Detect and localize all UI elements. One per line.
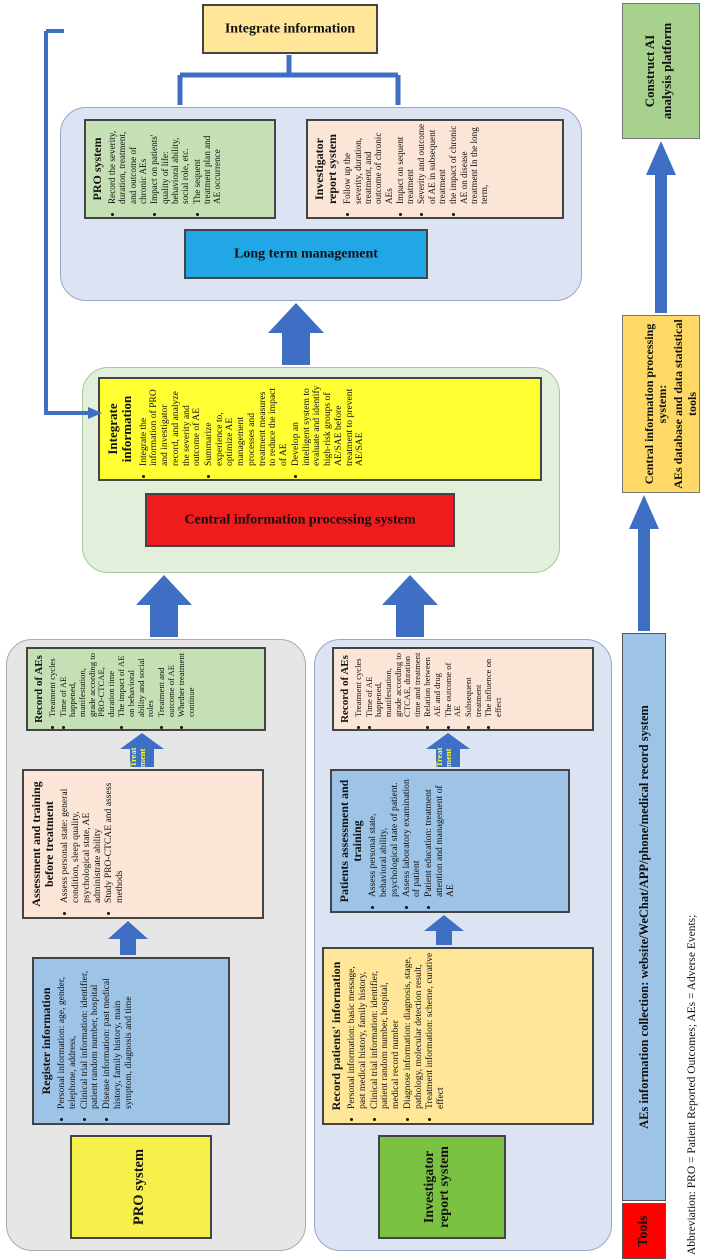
- pro-label-box: PRO system: [70, 1135, 212, 1239]
- integrate-top-title: Integrate information: [224, 21, 356, 37]
- investigator-label: Investigator report system: [422, 1146, 453, 1228]
- list-item: Whether treatment continue: [176, 651, 196, 717]
- longterm-investigator-box: Investigator report system Follow up the…: [306, 119, 564, 219]
- pro-arrow-1: [108, 921, 148, 955]
- list-item: Assess personal state, behavioral abilit…: [367, 774, 400, 897]
- longterm-investigator-title: Investigator report system: [312, 133, 340, 205]
- processing-line1: Central information processing system:: [642, 323, 670, 485]
- list-item: Patient education: treatment attention a…: [423, 774, 456, 897]
- pro-to-central-arrow: [136, 575, 192, 637]
- pro-record-aes-list: Treatment cycles Time of AE happened, ma…: [47, 649, 196, 729]
- investigator-arrow-1: [424, 915, 464, 945]
- list-item: The influence on effect: [483, 651, 503, 717]
- list-item: Impact on sequent treatment: [395, 123, 416, 204]
- list-item: The sequent treatment plan and AE occurr…: [192, 123, 223, 204]
- list-item: Diagnose information: diagnosis, stage, …: [402, 952, 424, 1109]
- integrate-list: Integrate the information of PRO and inv…: [138, 379, 366, 479]
- processing-line2: AEs database and data statistical tools: [671, 319, 699, 489]
- central-title: Central information processing system: [184, 512, 416, 528]
- pro-record-aes-box: Record of AEs Treatment cycles Time of A…: [26, 647, 266, 731]
- investigator-label-box: Investigator report system: [378, 1135, 506, 1239]
- register-box: Register information Personal informatio…: [32, 957, 230, 1125]
- list-item: Treatment information: scheme, curative …: [424, 952, 446, 1109]
- investigator-treatment-arrow: [426, 733, 470, 767]
- list-item: Assess laboratory examination of patient: [401, 774, 423, 897]
- platform-line1: Construct AI: [642, 34, 657, 108]
- list-item: The outcome of AE: [443, 651, 463, 717]
- investigator-treatment-label: Treat ment: [434, 747, 453, 767]
- longterm-investigator-list: Follow up the severity, duration, treatm…: [342, 121, 489, 217]
- abbreviation-text: Abbreviation: PRO = Patient Reported Out…: [686, 914, 698, 1255]
- pro-assessment-title: Assessment and training before treatment: [29, 781, 57, 907]
- integrate-brace: [177, 55, 401, 105]
- pro-treatment-arrow: [120, 733, 164, 767]
- list-item: Summarize experience to, optimize AE man…: [203, 382, 290, 466]
- platform-line2: analysis platform: [659, 22, 675, 120]
- list-item: Clinical trial information: identifier, …: [369, 952, 402, 1109]
- collection-bar: AEs information collection: website/WeCh…: [622, 633, 666, 1201]
- investigator-assessment-title: Patients assessment and training: [337, 779, 365, 903]
- investigator-assessment-list: Assess personal state, behavioral abilit…: [367, 771, 456, 911]
- list-item: The impact of AE on behavioral ability a…: [116, 651, 156, 717]
- list-item: Treatment cycles: [47, 651, 58, 717]
- central-title-box: Central information processing system: [145, 493, 455, 547]
- processing-bar: Central information processing system: A…: [622, 315, 700, 493]
- feedback-arrow: [44, 29, 102, 419]
- list-item: Integrate the information of PRO and inv…: [138, 382, 203, 466]
- investigator-record-aes-box: Record of AEs Treatment cycles Time of A…: [332, 647, 594, 731]
- integrate-box: Integrate information Integrate the info…: [98, 377, 542, 481]
- list-item: Time of AE happened, manifestation, grad…: [58, 651, 117, 717]
- platform-bar: Construct AI analysis platform: [622, 3, 700, 139]
- list-item: Severity and outcome of AE in subsequent…: [416, 123, 447, 204]
- pro-record-aes-title: Record of AEs: [33, 655, 45, 723]
- register-list: Personal information: age, gender, telep…: [56, 959, 134, 1123]
- tools-arrow-2: [646, 141, 676, 313]
- list-item: Develop an intelligent system to evaluat…: [290, 382, 366, 466]
- record-patients-box: Record patients' information Personal in…: [322, 947, 594, 1125]
- tools-bar: Tools: [622, 1203, 666, 1259]
- pro-label: PRO system: [131, 1148, 147, 1226]
- longterm-title: Long term management: [234, 246, 378, 262]
- list-item: Relation between AE and drug: [422, 651, 442, 717]
- central-to-longterm-arrow: [268, 303, 324, 365]
- list-item: Clinical trial information: identifier, …: [79, 962, 101, 1109]
- list-item: Follow up the severity, duration, treatm…: [342, 123, 393, 204]
- investigator-assessment-box: Patients assessment and training Assess …: [330, 769, 570, 913]
- collection-label: AEs information collection: website/WeCh…: [637, 705, 651, 1129]
- list-item: Treatment and outcome of AE: [156, 651, 176, 717]
- pro-treatment-label: Treat ment: [128, 747, 147, 767]
- record-patients-title: Record patients' information: [329, 961, 343, 1111]
- list-item: Personal information: basic message, pas…: [346, 952, 368, 1109]
- longterm-pro-list: Record the severity, duration, treatment…: [107, 121, 222, 217]
- list-item: Record the severity, duration, treatment…: [107, 123, 148, 204]
- list-item: Subsequent treatment: [463, 651, 483, 717]
- investigator-record-aes-title: Record of AEs: [339, 655, 351, 723]
- investigator-record-aes-list: Treatment cycles Time of AE happened, ma…: [353, 649, 503, 729]
- tools-arrow-1: [629, 495, 659, 631]
- pro-assessment-box: Assessment and training before treatment…: [22, 769, 264, 919]
- longterm-pro-box: PRO system Record the severity, duration…: [84, 119, 276, 219]
- list-item: the impact of chronic AE on disease trea…: [448, 123, 489, 204]
- list-item: Impact on patients' quality of life: beh…: [149, 123, 190, 204]
- list-item: Treatment cycles: [353, 651, 364, 717]
- integrate-title: Integrate information: [105, 395, 135, 463]
- record-patients-list: Personal information: basic message, pas…: [346, 949, 447, 1123]
- investigator-to-central-arrow: [382, 575, 438, 637]
- integrate-top-box: Integrate information: [202, 4, 378, 54]
- longterm-title-box: Long term management: [184, 229, 428, 279]
- list-item: Study PRO-CTCAE and assess methods: [103, 774, 125, 903]
- tools-label: Tools: [636, 1215, 651, 1247]
- list-item: Assess personal state: general condition…: [59, 774, 103, 903]
- register-title: Register information: [39, 987, 53, 1095]
- list-item: Personal information: age, gender, telep…: [56, 962, 78, 1109]
- list-item: Time of AE happened, manifestation, grad…: [364, 651, 423, 717]
- list-item: Disease information: past medical histor…: [101, 962, 134, 1109]
- pro-assessment-list: Assess personal state: general condition…: [59, 771, 125, 917]
